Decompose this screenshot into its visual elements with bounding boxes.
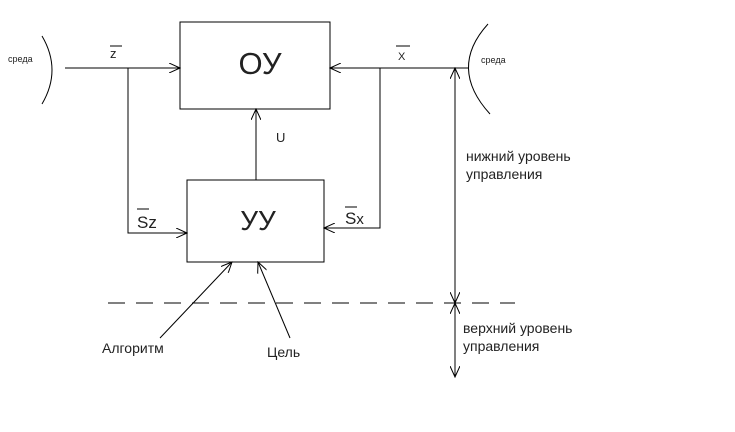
x-label: X bbox=[398, 51, 406, 63]
z-label: z bbox=[110, 46, 117, 61]
upper-level-label-line1: верхний уровень bbox=[463, 320, 572, 336]
sz-label: Sz bbox=[137, 213, 157, 232]
environment-left-label: среда bbox=[8, 54, 33, 64]
upper-level-label-line2: управления bbox=[463, 338, 539, 354]
algorithm-label: Алгоритм bbox=[102, 340, 164, 356]
sx-label: Sx bbox=[345, 209, 364, 228]
environment-right-arc bbox=[468, 23, 491, 115]
lower-level-label-line1: нижний уровень bbox=[466, 148, 571, 164]
environment-left-arc bbox=[41, 35, 53, 105]
sz-z: z bbox=[148, 213, 157, 232]
uu-label: УУ bbox=[240, 205, 276, 236]
algorithm-arrow bbox=[159, 262, 232, 339]
sx-s: S bbox=[345, 209, 356, 228]
uu-block bbox=[186, 179, 325, 263]
u-label: U bbox=[276, 130, 285, 145]
sz-feedback-arrow bbox=[127, 68, 187, 233]
goal-label: Цель bbox=[267, 344, 300, 360]
goal-arrow bbox=[258, 262, 291, 339]
ou-label: ОУ bbox=[238, 46, 281, 81]
sx-feedback-arrow bbox=[324, 68, 381, 228]
ou-block bbox=[179, 21, 331, 110]
sz-s: S bbox=[137, 213, 148, 232]
lower-level-label-line2: управления bbox=[466, 166, 542, 182]
sx-x: x bbox=[356, 211, 364, 228]
environment-right-label: среда bbox=[481, 55, 506, 65]
